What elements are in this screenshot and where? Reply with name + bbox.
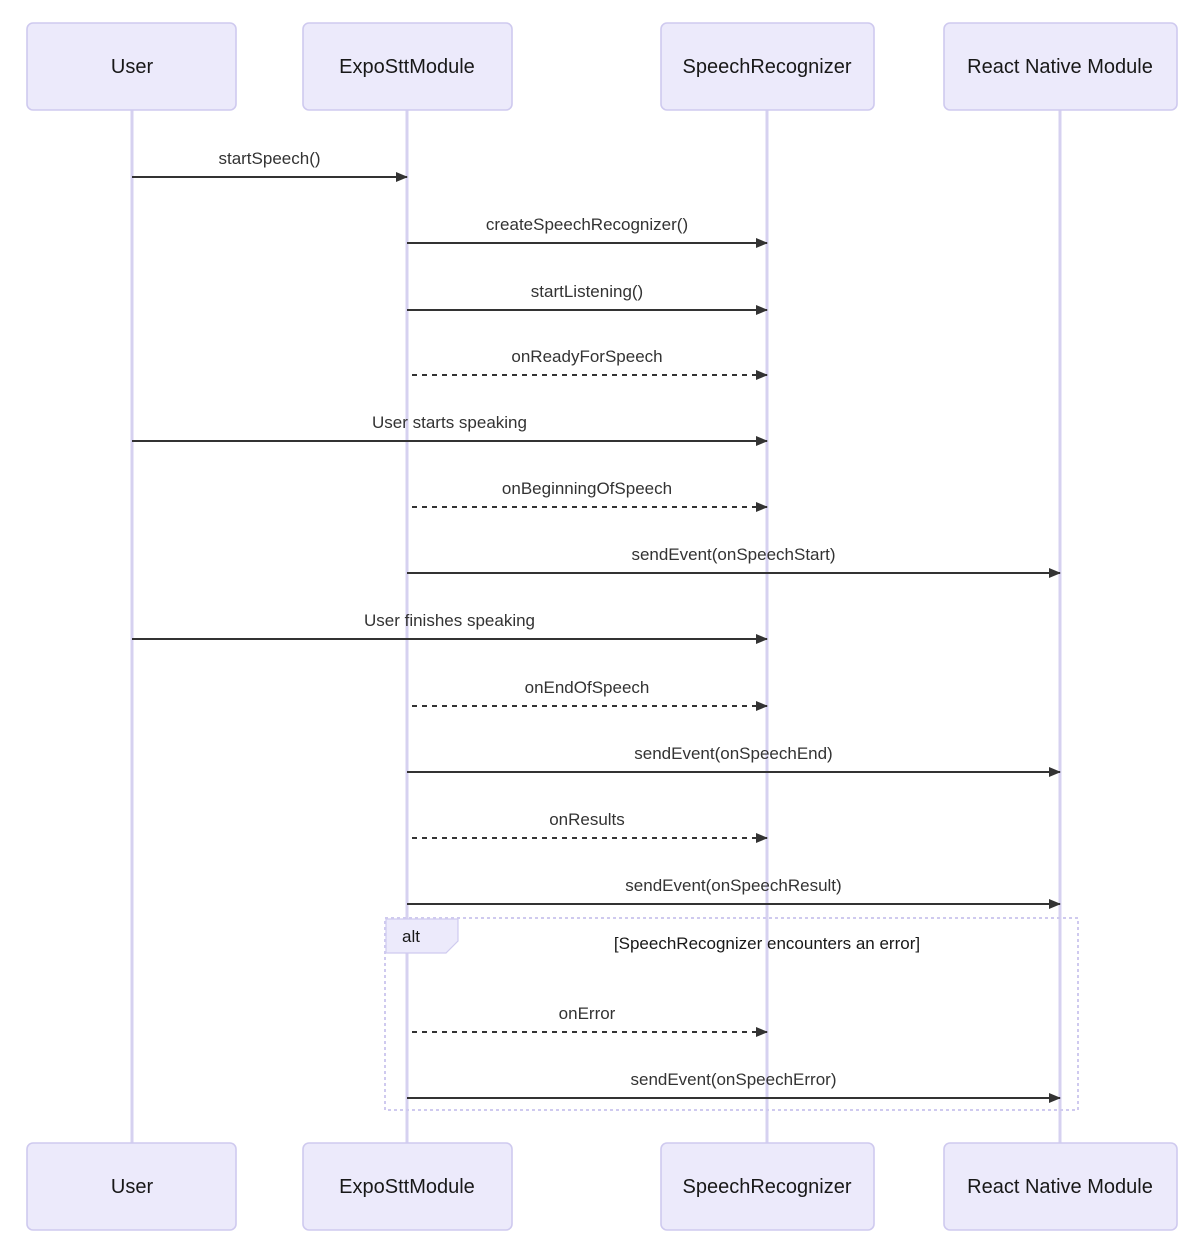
message-5: User starts speaking	[132, 413, 768, 446]
message-label: sendEvent(onSpeechEnd)	[634, 744, 832, 763]
participant-box	[302, 22, 513, 111]
messages-layer: startSpeech() createSpeechRecognizer() sta…	[132, 149, 1061, 1103]
fragment-tag-label: alt	[402, 927, 420, 946]
participant-box	[302, 1142, 513, 1231]
participant-label: ExpoSttModule	[339, 56, 475, 78]
participant-label: SpeechRecognizer	[683, 1176, 852, 1198]
fragment-condition-label: [SpeechRecognizer encounters an error]	[614, 934, 920, 953]
fragment-frame	[384, 917, 1079, 1111]
participant-rnmodule-top[interactable]: React Native Module	[943, 22, 1178, 111]
message-label: createSpeechRecognizer()	[486, 215, 688, 234]
message-3: startListening()	[407, 282, 768, 315]
participant-box	[943, 22, 1178, 111]
message-label: sendEvent(onSpeechStart)	[631, 545, 835, 564]
participant-label: React Native Module	[967, 56, 1153, 78]
fragment-tag-box	[385, 918, 459, 954]
fragments-layer: alt [SpeechRecognizer encounters an error…	[384, 917, 1079, 1111]
participant-recognizer-top[interactable]: SpeechRecognizer	[660, 22, 875, 111]
message-10: sendEvent(onSpeechEnd)	[407, 744, 1061, 777]
message-label: startSpeech()	[218, 149, 320, 168]
message-label: onResults	[549, 810, 625, 829]
message-label: onReadyForSpeech	[511, 347, 662, 366]
message-2: createSpeechRecognizer()	[407, 215, 768, 248]
fragment-alt-error: alt [SpeechRecognizer encounters an error…	[384, 917, 1079, 1111]
message-1: startSpeech()	[132, 149, 408, 182]
message-label: onError	[559, 1004, 616, 1023]
participant-label: SpeechRecognizer	[683, 56, 852, 78]
participant-recognizer-bottom[interactable]: SpeechRecognizer	[660, 1142, 875, 1231]
participant-user-top[interactable]: User	[26, 22, 237, 111]
message-label: sendEvent(onSpeechResult)	[625, 876, 841, 895]
message-label: onBeginningOfSpeech	[502, 479, 672, 498]
participant-rnmodule-bottom[interactable]: React Native Module	[943, 1142, 1178, 1231]
participant-user-bottom[interactable]: User	[26, 1142, 237, 1231]
participant-box	[26, 22, 237, 111]
message-13: onError	[407, 1004, 768, 1037]
message-label: User starts speaking	[372, 413, 527, 432]
participant-label: ExpoSttModule	[339, 1176, 475, 1198]
message-7: sendEvent(onSpeechStart)	[407, 545, 1061, 578]
message-label: startListening()	[531, 282, 643, 301]
message-9: onEndOfSpeech	[407, 678, 768, 711]
participant-label: React Native Module	[967, 1176, 1153, 1198]
participant-box	[660, 1142, 875, 1231]
message-label: User finishes speaking	[364, 611, 535, 630]
message-8: User finishes speaking	[132, 611, 768, 644]
participant-box	[660, 22, 875, 111]
participant-expo-top[interactable]: ExpoSttModule	[302, 22, 513, 111]
participant-expo-bottom[interactable]: ExpoSttModule	[302, 1142, 513, 1231]
participant-box	[26, 1142, 237, 1231]
participant-box	[943, 1142, 1178, 1231]
participant-label: User	[111, 1176, 154, 1198]
message-4: onReadyForSpeech	[407, 347, 768, 380]
message-label: sendEvent(onSpeechError)	[630, 1070, 836, 1089]
participant-label: User	[111, 56, 154, 78]
message-6: onBeginningOfSpeech	[407, 479, 768, 512]
message-12: sendEvent(onSpeechResult)	[407, 876, 1061, 909]
message-11: onResults	[407, 810, 768, 843]
message-14: sendEvent(onSpeechError)	[407, 1070, 1061, 1103]
lifelines-layer	[130, 110, 1062, 1143]
message-label: onEndOfSpeech	[525, 678, 650, 697]
participants-layer: UserUserExpoSttModuleExpoSttModuleSpeech…	[26, 22, 1178, 1231]
